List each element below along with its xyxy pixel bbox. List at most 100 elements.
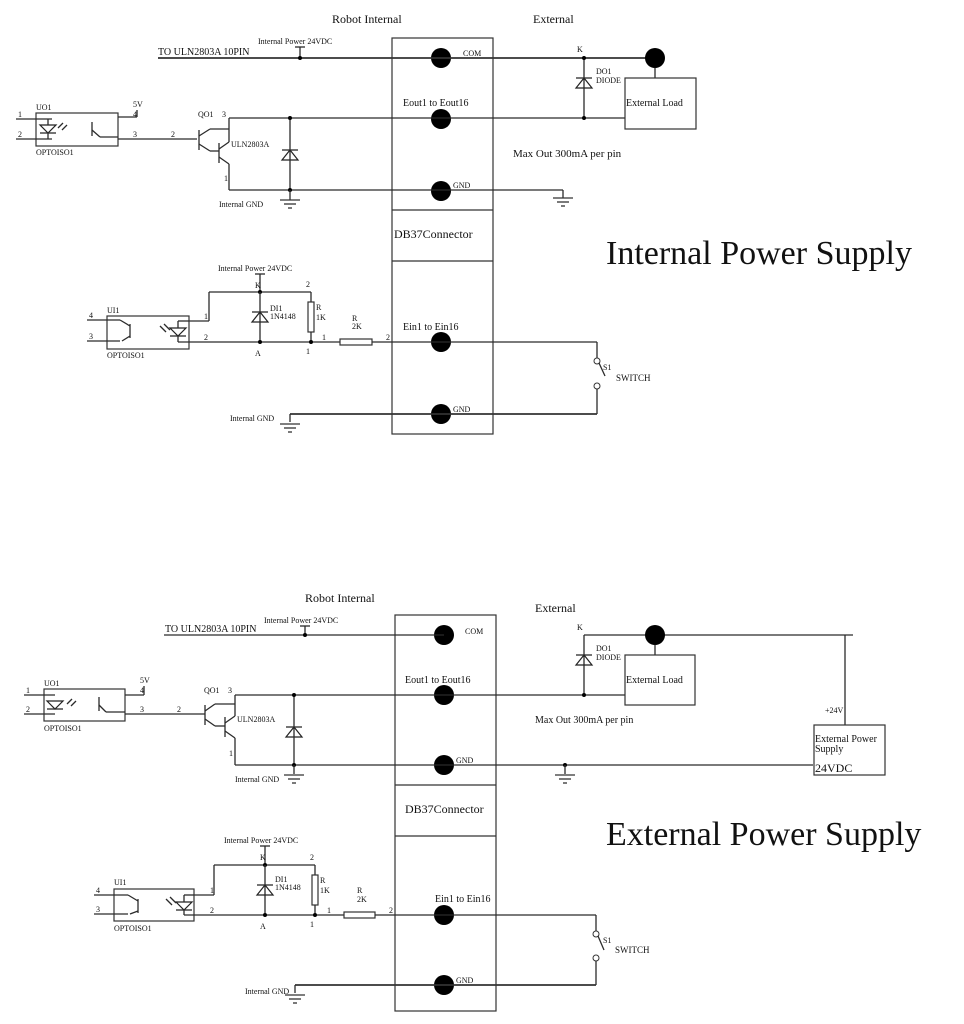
pin-label-eout: Eout1 to Eout16 <box>403 98 469 109</box>
opto-pin-4: 4 <box>140 686 144 695</box>
opto-in-pin-2: 2 <box>210 906 214 915</box>
r2-value: 2K <box>357 895 367 904</box>
di-ref: DI1 <box>275 875 287 884</box>
max-out-note: Max Out 300mA per pin <box>513 148 622 160</box>
power-label-in: Internal Power 24VDC <box>224 836 298 845</box>
opto-ref: UO1 <box>36 103 52 112</box>
opto-pin-1: 1 <box>18 110 22 119</box>
diode-do1: K DO1 DIODE <box>574 45 621 120</box>
power-label-in: Internal Power 24VDC <box>218 264 292 273</box>
driver-pin-3: 3 <box>228 686 232 695</box>
pin-label-ein: Ein1 to Ein16 <box>435 894 491 905</box>
opto-in-ref: UI1 <box>114 878 126 887</box>
db37-connector: DB37Connector COM Eout1 to Eout16 GND Ei… <box>391 37 494 435</box>
external-power-supply: +24V External Power Supply 24VDC <box>813 635 886 776</box>
output-circuit: TO ULN2803A 10PIN Internal Power 24VDC 1… <box>24 616 886 784</box>
switch-s1: S1 SWITCH <box>295 915 650 986</box>
r1-pin-2: 2 <box>310 853 314 862</box>
r2-pin-2: 2 <box>386 333 390 342</box>
r1-ref: R <box>316 303 322 312</box>
input-circuit: Internal Power 24VDC 4 3 1 2 UI1 OPTOISO… <box>87 264 651 433</box>
pin-label-eout: Eout1 to Eout16 <box>405 675 471 686</box>
diode-k: K <box>577 623 583 632</box>
diode-part: DIODE <box>596 653 621 662</box>
gnd-label: Internal GND <box>219 200 263 209</box>
driver-qo1: 2 QO1 3 ULN2803A 1 <box>177 686 813 784</box>
driver-ref: QO1 <box>204 686 220 695</box>
input-circuit: Internal Power 24VDC 4 3 1 2 UI1 OPTOISO… <box>94 836 650 1004</box>
terminal-gnd-out <box>431 181 451 201</box>
opto-in-ref: UI1 <box>107 306 119 315</box>
r2-ref: R <box>357 886 363 895</box>
opto-pin-1: 1 <box>26 686 30 695</box>
ext-label-2: Supply <box>815 744 843 755</box>
opto-uo1: 1 2 3 4 5V UO1 OPTOISO1 <box>16 100 197 157</box>
pin-label-com: COM <box>465 627 483 636</box>
diode-k: K <box>577 45 583 54</box>
diode-ref: DO1 <box>596 67 612 76</box>
switch-ref: S1 <box>603 363 611 372</box>
max-out-note: Max Out 300mA per pin <box>535 715 633 726</box>
driver-part: ULN2803A <box>231 140 269 149</box>
pin-label-gnd-in: GND <box>453 405 471 414</box>
label-external: External <box>535 601 576 615</box>
opto-in-pin-4: 4 <box>89 311 93 320</box>
r2-pin-1: 1 <box>327 906 331 915</box>
panel-internal-power-supply: Robot Internal External Internal Power S… <box>16 12 912 435</box>
r2-pin-2: 2 <box>389 906 393 915</box>
ext-plus-label: +24V <box>825 706 844 715</box>
opto-supply: 5V <box>140 676 150 685</box>
gnd-label-in: Internal GND <box>230 414 274 423</box>
driver-part: ULN2803A <box>237 715 275 724</box>
external-com-terminal <box>645 48 665 68</box>
opto-pin-4: 4 <box>133 110 137 119</box>
di-k: K <box>255 281 261 290</box>
driver-pin-1: 1 <box>229 749 233 758</box>
power-label: Internal Power 24VDC <box>264 616 338 625</box>
output-circuit: TO ULN2803A 10PIN Internal Power 24VDC 1… <box>16 37 697 209</box>
diode-part: DIODE <box>596 76 621 85</box>
switch-ref: S1 <box>603 936 611 945</box>
pin-label-gnd-out: GND <box>456 756 474 765</box>
panel-title: External Power Supply <box>606 816 921 853</box>
opto-in-pin-3: 3 <box>96 905 100 914</box>
r2-value: 2K <box>352 322 362 331</box>
external-load-box <box>624 654 696 706</box>
label-robot-internal: Robot Internal <box>305 591 375 605</box>
opto-part: OPTOISO1 <box>36 148 74 157</box>
opto-in-pin-1: 1 <box>210 886 214 895</box>
external-load-label: External Load <box>626 98 683 109</box>
driver-pin-2: 2 <box>177 705 181 714</box>
opto-in-pin-2: 2 <box>204 333 208 342</box>
opto-in-part: OPTOISO1 <box>107 351 145 360</box>
di-part: 1N4148 <box>270 312 296 321</box>
r2-pin-1: 1 <box>322 333 326 342</box>
driver-pin-1: 1 <box>224 174 228 183</box>
opto-part: OPTOISO1 <box>44 724 82 733</box>
di-a: A <box>260 922 266 931</box>
terminal-eout <box>431 109 451 129</box>
driver-pin-2: 2 <box>171 130 175 139</box>
di-ref: DI1 <box>270 304 282 313</box>
pin-label-gnd-out: GND <box>453 181 471 190</box>
opto-pin-2: 2 <box>18 130 22 139</box>
switch-s1: S1 SWITCH <box>290 342 651 415</box>
opto-uo1: 1 2 3 4 5V UO1 OPTOISO1 <box>24 676 205 733</box>
external-load-label: External Load <box>626 675 683 686</box>
ext-label-1: External Power <box>815 734 878 745</box>
panel-external-power-supply: Robot Internal External External Power S… <box>24 591 921 1012</box>
power-label: Internal Power 24VDC <box>258 37 332 46</box>
bus-label: TO ULN2803A 10PIN <box>158 47 249 58</box>
di-a: A <box>255 349 261 358</box>
db37-connector: DB37Connector COM Eout1 to Eout16 GND Ei… <box>394 614 497 1012</box>
opto-supply: 5V <box>133 100 143 109</box>
r1-pin-1: 1 <box>310 920 314 929</box>
r2-ref: R <box>352 314 358 323</box>
opto-in-part: OPTOISO1 <box>114 924 152 933</box>
external-load-box <box>624 77 697 130</box>
label-external: External <box>533 12 574 26</box>
connector-name: DB37Connector <box>394 227 473 241</box>
pin-label-com: COM <box>463 49 481 58</box>
driver-ref: QO1 <box>198 110 214 119</box>
